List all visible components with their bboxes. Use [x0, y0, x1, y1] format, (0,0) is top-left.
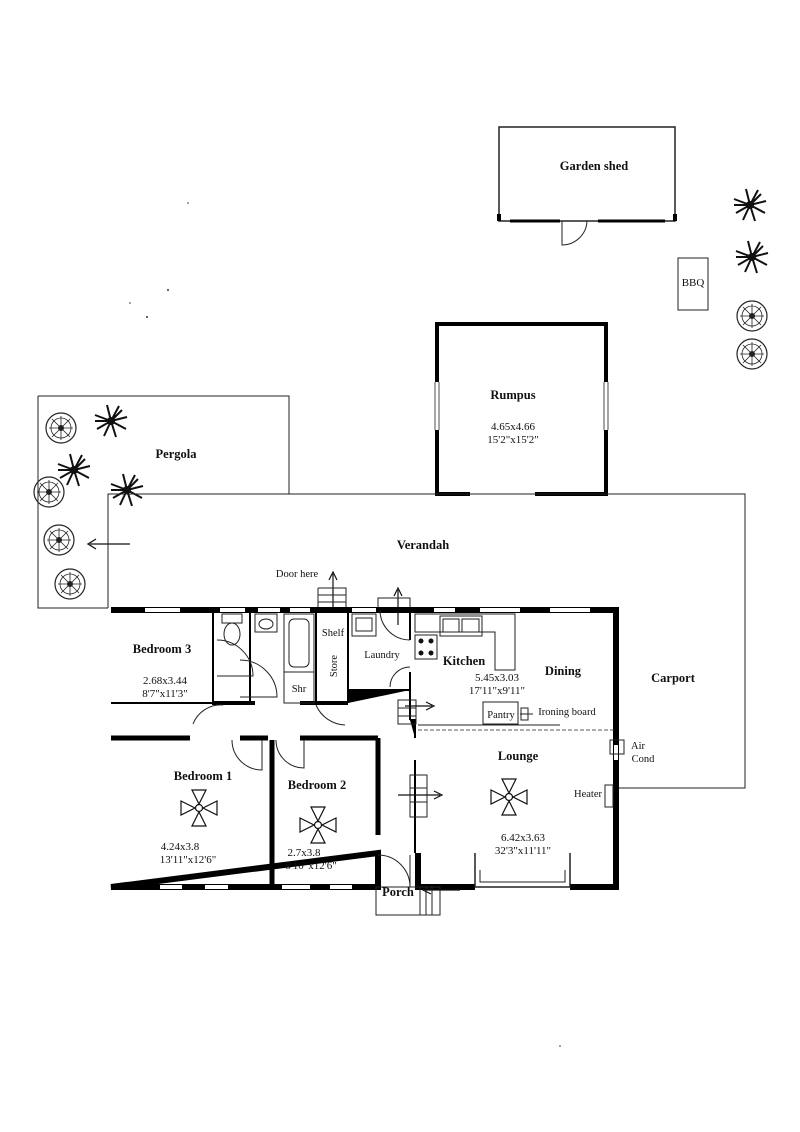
garden-shed-label: Garden shed: [560, 159, 628, 173]
room-labels: Bedroom 3 2.68x3.44 8'7"x11'3" Bedroom 1…: [133, 628, 655, 899]
bedroom2-metric: 2.7x3.8: [288, 847, 322, 859]
door-here-note: Door here: [276, 569, 319, 580]
carport-label: Carport: [651, 671, 696, 685]
bedroom1-label: Bedroom 1: [174, 769, 232, 783]
ironing-board-note: Ironing board: [538, 707, 596, 718]
pergola-label: Pergola: [156, 447, 198, 461]
kitchen-metric: 5.45x3.03: [475, 672, 520, 684]
bedroom1-metric: 4.24x3.8: [161, 841, 200, 853]
lounge-metric: 6.42x3.63: [501, 832, 546, 844]
air-cond-note-line1: Air: [631, 741, 646, 752]
rumpus-metric: 4.65x4.66: [491, 421, 536, 433]
scan-specks: [129, 202, 561, 1047]
bbq-label: BBQ: [682, 277, 705, 289]
kitchen-label: Kitchen: [443, 654, 485, 668]
bedroom1-imperial: 13'11"x12'6": [160, 854, 217, 866]
lounge-imperial: 32'3"x11'11": [495, 845, 551, 857]
fan-icon: [299, 806, 337, 844]
bedroom2-imperial: 8'10"x12'6": [285, 860, 336, 872]
store-label: Store: [329, 655, 340, 678]
garden-shed: Garden shed: [497, 126, 677, 246]
rumpus-label: Rumpus: [490, 388, 535, 402]
fan-icon: [490, 778, 528, 816]
kitchen-imperial: 17'11"x9'11": [469, 685, 525, 697]
lounge-label: Lounge: [498, 749, 539, 763]
interior-walls: [111, 613, 616, 887]
bedroom3-imperial: 8'7"x11'3": [142, 688, 188, 700]
rumpus: Rumpus 4.65x4.66 15'2"x15'2": [434, 322, 609, 496]
bbq: BBQ: [677, 257, 709, 311]
pantry-label: Pantry: [487, 710, 515, 721]
rumpus-imperial: 15'2"x15'2": [487, 434, 538, 446]
verandah-label: Verandah: [397, 538, 449, 552]
lounge-bay-window: [474, 853, 571, 888]
porch-label: Porch: [382, 885, 414, 899]
garden-plants-right: [733, 188, 769, 370]
dining-label: Dining: [545, 664, 582, 678]
bedroom3-label: Bedroom 3: [133, 642, 191, 656]
bedroom3-metric: 2.68x3.44: [143, 675, 188, 687]
fan-icon: [180, 789, 218, 827]
heater-note: Heater: [574, 789, 602, 800]
laundry-label: Laundry: [364, 650, 400, 661]
verandah-carport: Verandah Carport Door here: [107, 493, 746, 789]
door-swings: [192, 609, 411, 888]
shelf-label: Shelf: [322, 628, 345, 639]
shower-label: Shr: [292, 684, 307, 695]
ceiling-fans: [180, 778, 528, 844]
pergola: Pergola: [33, 395, 290, 609]
air-cond-note-line2: Cond: [632, 754, 656, 765]
bedroom2-label: Bedroom 2: [288, 778, 346, 792]
fixtures: [221, 613, 625, 916]
